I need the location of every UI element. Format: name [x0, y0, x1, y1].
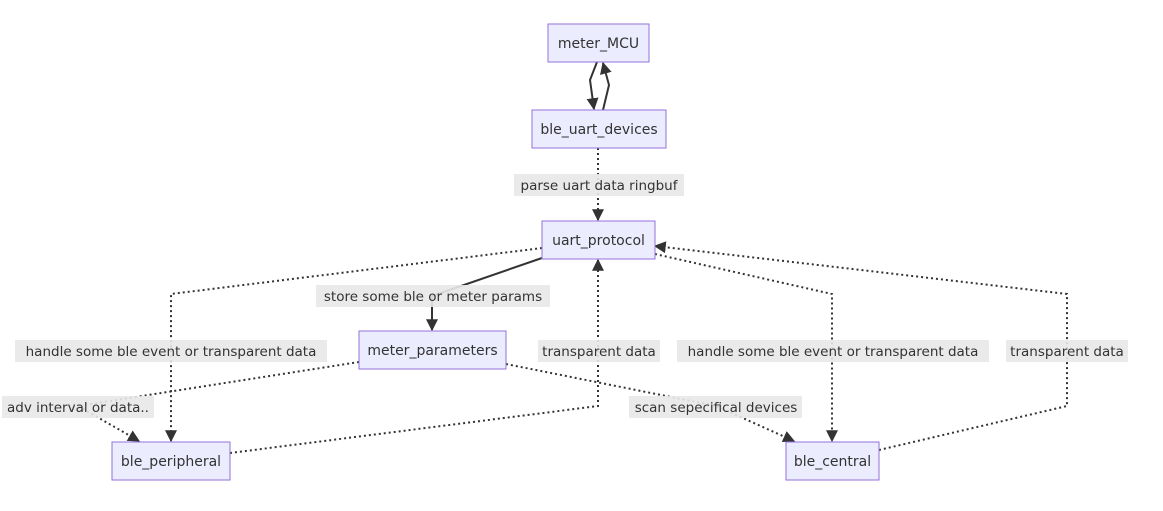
edge-meter-mcu-to-ble-uart-devices: [586, 61, 599, 111]
edge-label-transparent-peripheral: transparent data: [538, 340, 660, 362]
node-uart-protocol[interactable]: uart_protocol: [541, 220, 656, 260]
edges: [75, 61, 1068, 454]
edge-label-transparent-peripheral-text: transparent data: [542, 344, 656, 360]
edge-label-handle-central: handle some ble event or transparent dat…: [677, 340, 989, 362]
edge-label-handle-central-text: handle some ble event or transparent dat…: [688, 344, 979, 360]
edge-label-transparent-central: transparent data: [1006, 340, 1128, 362]
edge-labels: parse uart data ringbuf store some ble o…: [2, 174, 1128, 418]
edge-label-transparent-central-text: transparent data: [1010, 344, 1124, 360]
edge-label-handle-peripheral: handle some ble event or transparent dat…: [15, 340, 327, 362]
node-ble-uart-devices-label: ble_uart_devices: [540, 122, 657, 138]
edge-label-handle-peripheral-text: handle some ble event or transparent dat…: [26, 344, 317, 360]
node-meter-mcu[interactable]: meter_MCU: [547, 23, 650, 63]
edge-label-parse-uart-text: parse uart data ringbuf: [521, 178, 679, 194]
edge-label-store-params: store some ble or meter params: [316, 285, 550, 307]
edge-ble-uart-devices-to-meter-mcu: [600, 61, 612, 111]
node-meter-parameters-label: meter_parameters: [367, 343, 497, 359]
edge-ble-central-to-uart-protocol: [653, 241, 1068, 451]
edge-label-adv-interval: adv interval or data..: [2, 396, 154, 418]
node-uart-protocol-label: uart_protocol: [552, 233, 645, 249]
edge-label-store-params-text: store some ble or meter params: [324, 289, 542, 305]
edge-label-scan-devices: scan sepecifical devices: [629, 396, 802, 418]
node-meter-parameters[interactable]: meter_parameters: [358, 330, 507, 370]
nodes: meter_MCU ble_uart_devices uart_protocol…: [111, 23, 880, 481]
edge-ble-peripheral-to-uart-protocol: [229, 258, 604, 454]
node-ble-peripheral[interactable]: ble_peripheral: [111, 441, 231, 481]
node-ble-uart-devices[interactable]: ble_uart_devices: [531, 109, 667, 149]
edge-meter-parameters-to-ble-peripheral: [75, 361, 360, 442]
edge-label-adv-interval-text: adv interval or data..: [7, 400, 149, 416]
edge-meter-parameters-to-ble-central: [505, 363, 796, 443]
node-ble-central[interactable]: ble_central: [785, 441, 880, 481]
node-meter-mcu-label: meter_MCU: [558, 36, 639, 52]
edge-label-scan-devices-text: scan sepecifical devices: [635, 400, 798, 416]
edge-label-parse-uart: parse uart data ringbuf: [514, 174, 684, 196]
edge-uart-protocol-to-ble-central: [654, 253, 838, 443]
node-ble-peripheral-label: ble_peripheral: [121, 454, 221, 470]
node-ble-central-label: ble_central: [794, 454, 871, 470]
